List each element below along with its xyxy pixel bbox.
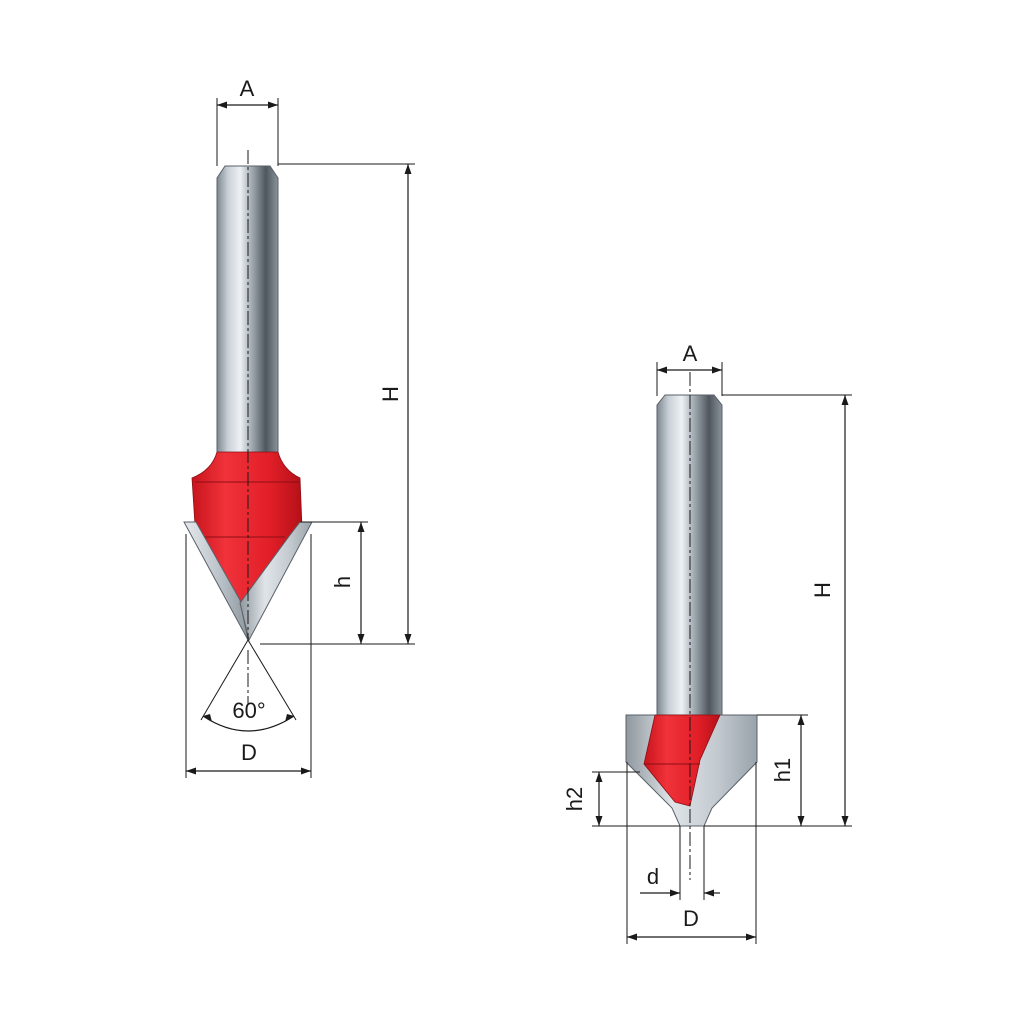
right-dimensions: A H h1 h2 d D <box>562 341 852 944</box>
left-dim-a-label: A <box>240 76 255 101</box>
left-dimensions: A H h 60° D <box>185 76 415 778</box>
right-dim-h-label: H <box>810 582 835 598</box>
right-router-bit <box>625 372 758 880</box>
left-router-bit <box>183 150 313 705</box>
right-dim-h2-label: h2 <box>562 787 587 811</box>
left-angle-label: 60° <box>232 698 265 723</box>
right-dim-a-label: A <box>683 341 698 366</box>
left-dim-small-h-label: h <box>330 576 355 588</box>
left-dim-h-label: H <box>378 386 403 402</box>
right-dim-h1-label: h1 <box>770 758 795 782</box>
left-dim-d-label: D <box>241 740 257 765</box>
right-dim-small-d-label: d <box>647 864 659 889</box>
left-carbide-left <box>183 521 249 641</box>
right-dim-d-label: D <box>683 906 699 931</box>
